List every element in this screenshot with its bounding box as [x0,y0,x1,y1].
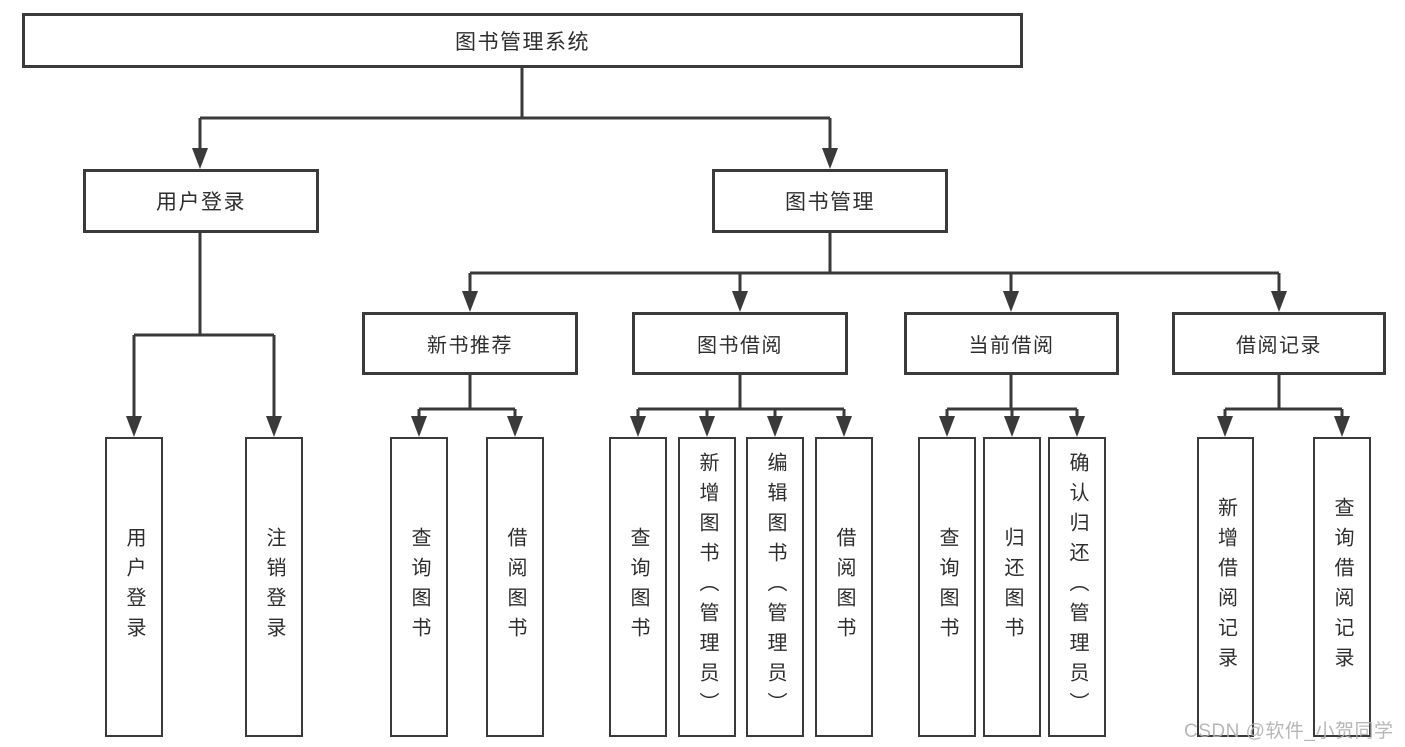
arrowhead-icon [507,416,523,437]
arrowhead-icon [126,416,142,437]
node-book-borrowing: 图书借阅 [632,312,848,375]
node-leaf-return-book-label: 归还图书 [1001,527,1023,647]
node-leaf-query-book-current-label: 查询图书 [936,527,958,647]
arrowhead-icon [462,291,478,312]
node-borrow-records: 借阅记录 [1172,312,1386,375]
arrowhead-icon [1004,416,1020,437]
arrowhead-icon [1271,291,1287,312]
node-leaf-edit-book-admin-label: 编辑图书（管理员） [764,452,786,722]
node-new-book-recommend-label: 新书推荐 [427,335,513,357]
node-root: 图书管理系统 [22,13,1023,68]
node-leaf-user-login: 用户登录 [105,437,163,737]
node-leaf-edit-book-admin: 编辑图书（管理员） [746,437,804,737]
node-user-login-branch: 用户登录 [83,169,319,233]
arrowhead-icon [630,416,646,437]
node-leaf-query-book-borrow: 查询图书 [609,437,667,737]
node-leaf-borrow-book-newrec: 借阅图书 [486,437,544,737]
node-leaf-query-book-current: 查询图书 [918,437,976,737]
node-leaf-add-borrow-record-label: 新增借阅记录 [1214,497,1237,677]
node-leaf-query-borrow-record-label: 查询借阅记录 [1331,497,1353,677]
arrowhead-icon [1334,416,1350,437]
node-leaf-confirm-return-admin-label: 确认归还（管理员） [1066,452,1088,722]
arrowhead-icon [1069,416,1085,437]
arrowhead-icon [1217,416,1233,437]
node-leaf-logout-login-label: 注销登录 [263,527,285,647]
arrowhead-icon [939,416,955,437]
node-root-label: 图书管理系统 [455,30,590,54]
node-leaf-user-login-label: 用户登录 [123,527,145,647]
node-leaf-borrow-book: 借阅图书 [815,437,873,737]
node-current-borrowing: 当前借阅 [904,312,1119,375]
node-leaf-add-borrow-record: 新增借阅记录 [1197,437,1254,737]
node-current-borrowing-label: 当前借阅 [968,335,1055,357]
node-leaf-return-book: 归还图书 [983,437,1041,737]
node-leaf-logout-login: 注销登录 [245,437,303,737]
node-leaf-query-book-newrec-label: 查询图书 [408,527,430,647]
node-leaf-confirm-return-admin: 确认归还（管理员） [1048,437,1106,737]
node-leaf-add-book-admin: 新增图书（管理员） [678,437,736,737]
node-book-management-label: 图书管理 [785,191,875,214]
arrowhead-icon [732,291,748,312]
node-leaf-query-book-newrec: 查询图书 [390,437,448,737]
node-borrow-records-label: 借阅记录 [1236,335,1322,357]
csdn-watermark: CSDN @软件_小贺同学 [1184,721,1394,742]
arrowhead-icon [767,416,783,437]
arrowhead-icon [411,416,427,437]
node-user-login-branch-label: 用户登录 [156,191,246,214]
node-leaf-query-borrow-record: 查询借阅记录 [1313,437,1371,737]
arrowhead-icon [699,416,715,437]
node-book-management: 图书管理 [712,169,948,233]
arrowhead-icon [192,148,208,169]
arrowhead-icon [822,148,838,169]
node-book-borrowing-label: 图书借阅 [697,335,783,357]
arrowhead-icon [266,416,282,437]
arrowhead-icon [836,416,852,437]
node-leaf-borrow-book-label: 借阅图书 [833,527,855,647]
node-leaf-borrow-book-newrec-label: 借阅图书 [504,527,526,647]
arrowhead-icon [1003,291,1019,312]
node-leaf-add-book-admin-label: 新增图书（管理员） [696,452,718,722]
node-leaf-query-book-borrow-label: 查询图书 [627,527,649,647]
node-new-book-recommend: 新书推荐 [362,312,578,375]
